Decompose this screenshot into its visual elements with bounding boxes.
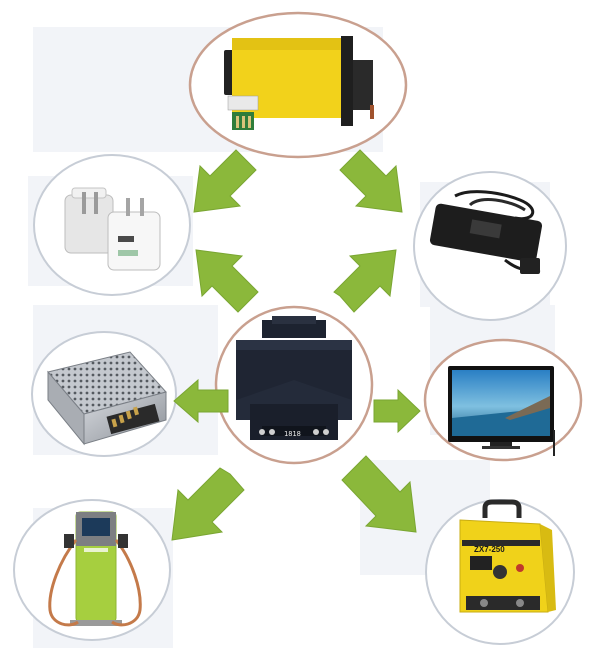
arrow-center-to-middle-right — [373, 388, 421, 434]
ev-charger-image — [48, 511, 142, 627]
node-laptop-power-adapter — [413, 171, 567, 321]
node-welding-machine: ZX7-250 — [425, 499, 575, 645]
flat-tv-image — [448, 366, 555, 456]
usb-chargers-image — [64, 187, 161, 271]
node-usb-wall-chargers — [33, 154, 191, 296]
arrows — [171, 149, 421, 541]
yellow-transformer-image — [224, 36, 374, 130]
node-ev-charging-station — [13, 499, 171, 641]
center-transformer-image: 1818 — [236, 316, 352, 440]
arrow-center-to-lower-left — [171, 467, 245, 541]
arrow-center-to-lower-right — [341, 455, 417, 533]
laptop-adapter-image — [429, 190, 543, 274]
node-flat-screen-tv — [423, 338, 583, 462]
arrow-top-to-upper-left — [193, 149, 257, 213]
welder-model-label: ZX7-250 — [474, 545, 505, 554]
center-display-label: 1818 — [284, 430, 301, 438]
arrow-center-to-upper-left — [195, 249, 259, 313]
node-yellow-transformer — [188, 11, 408, 159]
arrow-top-to-upper-right — [339, 149, 403, 213]
node-transformer-center: 1818 — [214, 305, 374, 465]
welding-machine-image: ZX7-250 — [459, 499, 556, 613]
arrow-center-to-upper-right — [333, 249, 397, 313]
switching-psu-image — [47, 351, 167, 446]
node-switching-power-supply — [31, 331, 177, 457]
arrow-center-to-middle-left — [173, 378, 229, 424]
